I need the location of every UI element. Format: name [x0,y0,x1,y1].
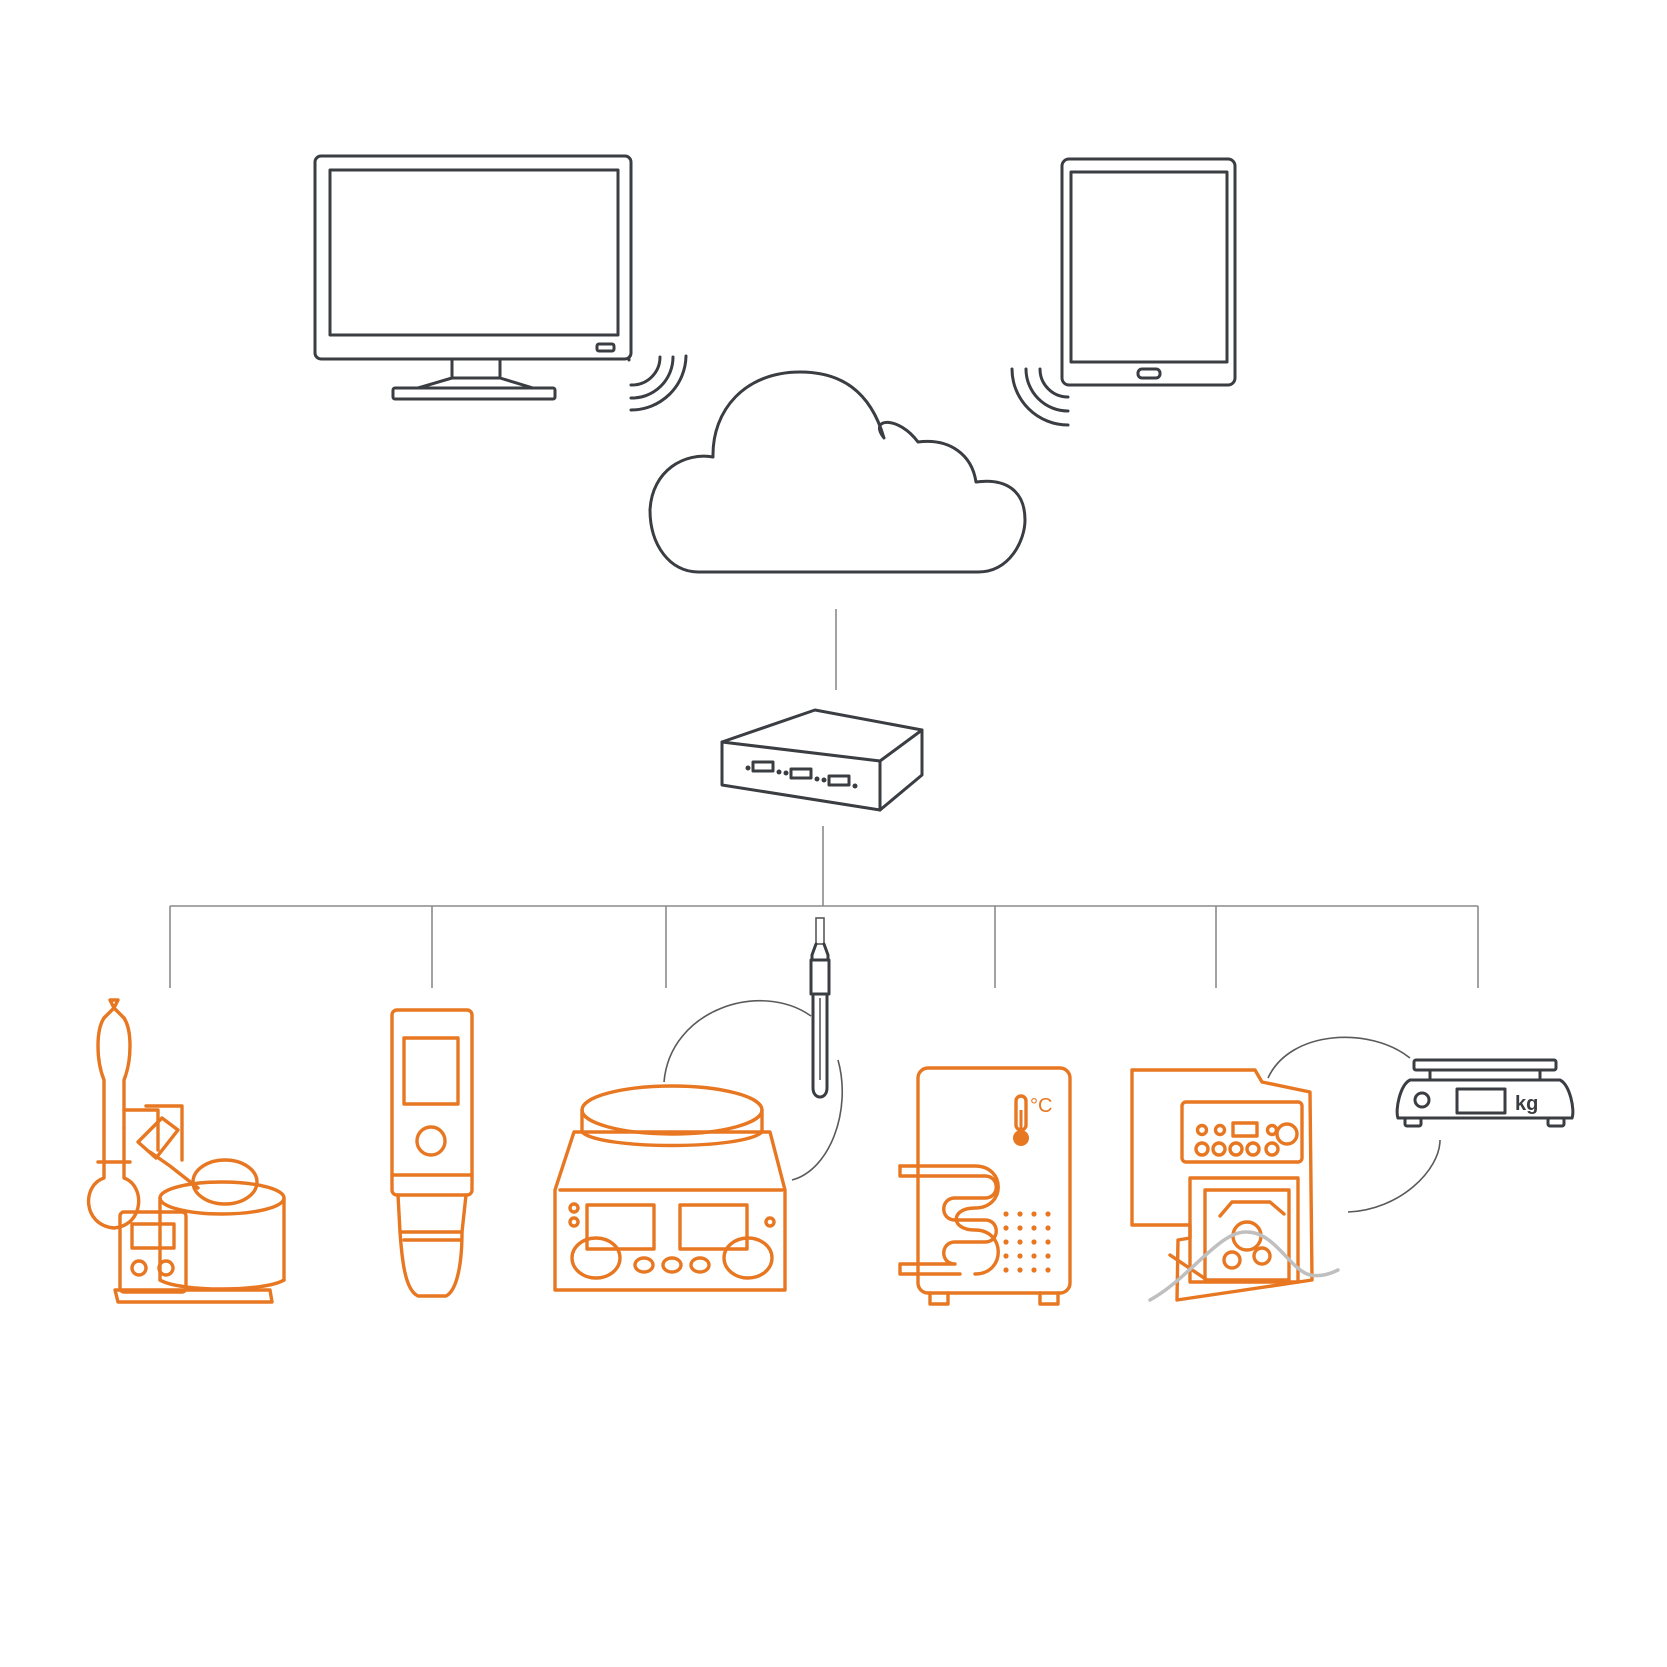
hotplate-stirrer-icon [553,1084,787,1292]
device-bus [169,826,1479,988]
scale-unit-label: kg [1515,1093,1538,1115]
gateway-box-icon [720,708,924,812]
monitor-icon [313,154,633,401]
monitor-wifi-icon [627,354,688,412]
tablet-wifi-icon [1010,367,1070,427]
balance-scale-icon: kg [1395,1058,1575,1128]
tablet-icon [1060,157,1237,387]
rotary-evaporator-icon [87,998,286,1304]
peristaltic-pump-icon [1130,1036,1441,1302]
cloud-icon [648,370,1027,574]
temperature-probe-icon [663,917,843,1181]
circulator-bath-icon: °C [898,1066,1072,1306]
thermostat-unit-label: °C [1030,1095,1052,1117]
handheld-meter-icon [390,1008,474,1298]
vent-grid [1003,1211,1051,1273]
